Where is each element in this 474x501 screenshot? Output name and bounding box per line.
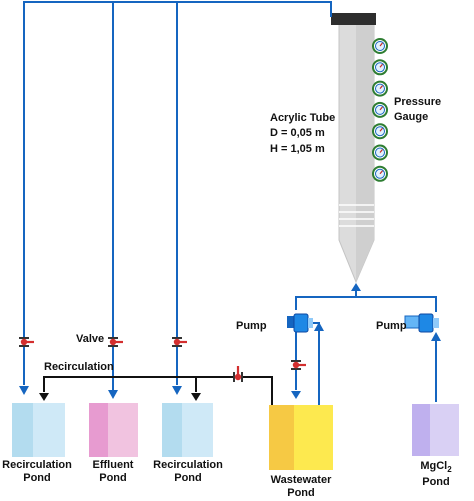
pond-label-line2: Pond <box>99 472 127 484</box>
acrylic-tube <box>331 13 376 284</box>
recirculation-arrows <box>39 393 201 401</box>
pond-recirculation-right <box>162 403 213 457</box>
pressure-gauge-icon <box>372 59 388 76</box>
tube-height-label: H = 1,05 m <box>270 143 325 155</box>
pond-label-line1: Effluent <box>92 459 134 471</box>
arrow-down-icon <box>191 393 201 401</box>
pond-label-wastewater: Wastewater Pond <box>262 474 340 500</box>
mgcl-subscript: 2 <box>447 465 452 475</box>
arrow-down-icon <box>19 386 29 395</box>
pond-label-recirculation-left: Recirculation Pond <box>0 459 76 485</box>
pressure-gauge-label-line1: Pressure <box>394 96 442 108</box>
pond-label-line2: Pond <box>422 476 450 489</box>
valves <box>19 337 306 382</box>
pond-mgcl2 <box>412 404 459 456</box>
valve-wastewater[interactable] <box>291 360 306 370</box>
valve-effluent[interactable] <box>108 337 123 347</box>
pond-label-recirculation-right: Recirculation Pond <box>149 459 227 485</box>
valve-recirculation-right[interactable] <box>172 337 187 347</box>
valve-recirculation-line[interactable] <box>233 366 243 382</box>
pond-label-effluent: Effluent Pond <box>84 459 142 485</box>
pond-label-line2: Pond <box>174 472 202 484</box>
pressure-gauge-label-line2: Gauge <box>394 111 429 123</box>
arrow-down-icon <box>108 390 118 399</box>
pressure-gauges <box>372 38 388 182</box>
pond-effluent <box>89 403 138 457</box>
mgcl-text: MgCl <box>420 460 448 472</box>
recirculation-label: Recirculation <box>44 361 114 373</box>
pond-label-line2: Pond <box>287 487 315 499</box>
pump-left-label: Pump <box>236 320 267 332</box>
pump-right-label: Pump <box>376 320 407 332</box>
valve-recirculation-left[interactable] <box>19 337 34 347</box>
tube-name-label: Acrylic Tube <box>270 112 336 124</box>
valve-label: Valve <box>76 333 105 345</box>
arrow-down-icon <box>291 391 301 399</box>
pump-right[interactable] <box>404 313 439 333</box>
pond-label-line1: Recirculation <box>2 459 72 471</box>
pipe-wastewater-suction <box>309 322 320 405</box>
pressure-gauge-icon <box>372 144 388 161</box>
pond-label-mgcl2: MgCl2 Pond <box>412 460 460 489</box>
pond-label-line2: Pond <box>23 472 51 484</box>
arrow-down-icon <box>39 393 49 401</box>
pipe-feed-header <box>295 296 437 312</box>
pressure-gauge-icon <box>372 123 388 140</box>
pump-left[interactable] <box>287 313 313 333</box>
arrow-down-icon <box>172 386 182 395</box>
arrow-up-icon <box>431 332 441 341</box>
arrow-up-icon <box>351 283 361 291</box>
tube-cap <box>331 13 376 25</box>
pressure-gauge-icon <box>372 38 388 54</box>
flow-arrows <box>19 283 441 399</box>
pond-wastewater <box>269 405 333 470</box>
pressure-gauge-icon <box>372 80 388 97</box>
arrow-up-icon <box>314 322 324 331</box>
pressure-gauge-icon <box>372 101 388 118</box>
pond-label-line1: Wastewater <box>270 474 332 486</box>
recirculation-line <box>43 376 273 405</box>
tube-diameter-label: D = 0,05 m <box>270 127 325 139</box>
pond-label-line1: Recirculation <box>153 459 223 471</box>
pond-label-line1: MgCl2 <box>412 460 460 476</box>
pond-recirculation-left <box>12 403 65 457</box>
pressure-gauge-icon <box>372 165 388 182</box>
